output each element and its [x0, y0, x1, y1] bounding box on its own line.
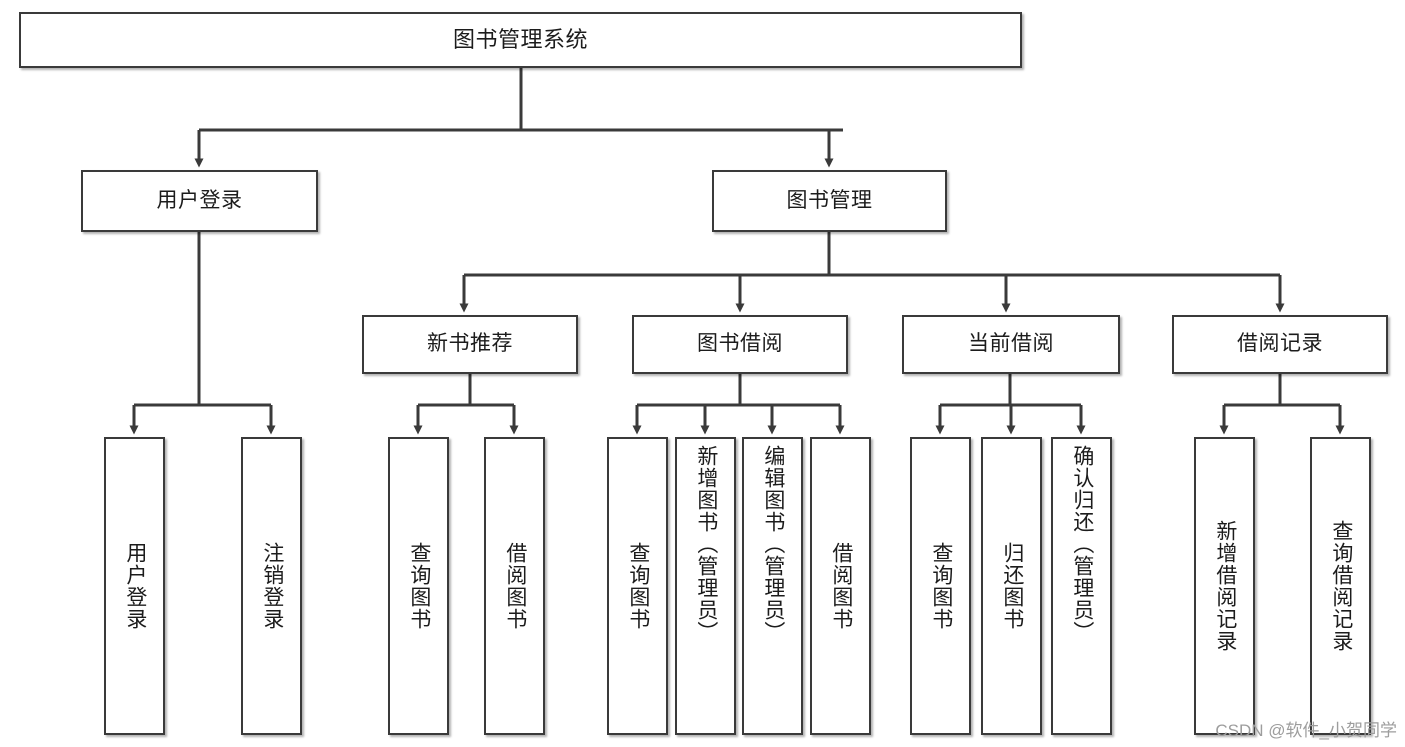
node-leaf-user-login-label: 用户登录: [123, 542, 147, 630]
node-leaf-add-book[interactable]: 新增图书（管理员）: [675, 437, 736, 735]
node-root-label: 图书管理系统: [452, 27, 588, 53]
node-leaf-query-record-label: 查询借阅记录: [1329, 520, 1353, 652]
node-leaf-query-book-3-label: 查询图书: [929, 542, 953, 630]
node-leaf-query-record[interactable]: 查询借阅记录: [1310, 437, 1371, 735]
node-new-book-recommend-label: 新书推荐: [427, 332, 513, 356]
node-leaf-query-book-3[interactable]: 查询图书: [910, 437, 971, 735]
node-user-login[interactable]: 用户登录: [81, 170, 318, 232]
node-leaf-borrow-book-2[interactable]: 借阅图书: [810, 437, 871, 735]
node-borrow-record[interactable]: 借阅记录: [1172, 315, 1388, 374]
node-leaf-borrow-book-2-label: 借阅图书: [829, 542, 853, 630]
node-new-book-recommend[interactable]: 新书推荐: [362, 315, 578, 374]
node-leaf-add-book-label: 新增图书（管理员）: [694, 445, 718, 643]
node-leaf-borrow-book-1-label: 借阅图书: [503, 542, 527, 630]
node-book-borrow-label: 图书借阅: [697, 332, 783, 356]
node-leaf-add-record[interactable]: 新增借阅记录: [1194, 437, 1255, 735]
node-leaf-edit-book[interactable]: 编辑图书（管理员）: [742, 437, 803, 735]
node-leaf-return-book[interactable]: 归还图书: [981, 437, 1042, 735]
node-leaf-query-book-2-label: 查询图书: [626, 542, 650, 630]
node-leaf-query-book-1-label: 查询图书: [407, 542, 431, 630]
node-book-manage-label: 图书管理: [786, 188, 873, 212]
node-leaf-query-book-1[interactable]: 查询图书: [388, 437, 449, 735]
node-leaf-return-book-label: 归还图书: [1000, 542, 1024, 630]
node-current-borrow-label: 当前借阅: [968, 332, 1054, 356]
csdn-watermark: CSDN @软件_小贺同学: [1215, 721, 1397, 740]
node-leaf-logout[interactable]: 注销登录: [241, 437, 302, 735]
node-leaf-edit-book-label: 编辑图书（管理员）: [761, 445, 785, 643]
node-leaf-add-record-label: 新增借阅记录: [1213, 520, 1237, 652]
node-leaf-confirm-return[interactable]: 确认归还（管理员）: [1051, 437, 1112, 735]
node-user-login-label: 用户登录: [156, 188, 243, 212]
node-current-borrow[interactable]: 当前借阅: [902, 315, 1120, 374]
node-leaf-confirm-return-label: 确认归还（管理员）: [1070, 445, 1094, 643]
node-leaf-query-book-2[interactable]: 查询图书: [607, 437, 668, 735]
node-root[interactable]: 图书管理系统: [19, 12, 1022, 68]
node-leaf-logout-label: 注销登录: [260, 542, 284, 630]
node-leaf-user-login[interactable]: 用户登录: [104, 437, 165, 735]
node-book-borrow[interactable]: 图书借阅: [632, 315, 848, 374]
node-book-manage[interactable]: 图书管理: [712, 170, 947, 232]
node-borrow-record-label: 借阅记录: [1237, 332, 1323, 356]
node-leaf-borrow-book-1[interactable]: 借阅图书: [484, 437, 545, 735]
